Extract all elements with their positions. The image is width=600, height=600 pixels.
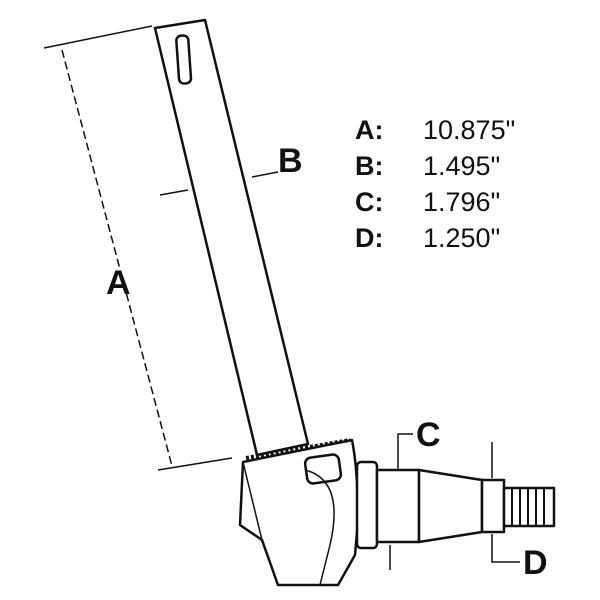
spec-value: 1.250" — [423, 223, 501, 253]
dimension-a-line — [61, 49, 173, 467]
spindle-taper — [417, 468, 484, 544]
dimension-c-leader — [397, 433, 413, 470]
spindle-collar — [355, 460, 379, 550]
spec-row-d: D: 1.250" — [355, 220, 515, 256]
label-d: D — [523, 544, 548, 582]
dimension-b-left-arrow — [159, 189, 189, 196]
dimension-a-ext-bottom — [157, 457, 233, 471]
label-b: B — [278, 142, 303, 180]
spec-key: A: — [355, 115, 384, 145]
spec-key: D: — [355, 223, 384, 253]
king-pin-shaft — [153, 18, 310, 457]
spec-row-a: A: 10.875" — [355, 112, 515, 148]
label-c: C — [416, 416, 441, 454]
spec-row-b: B: 1.495" — [355, 148, 515, 184]
dimension-d-leader — [491, 534, 520, 563]
label-a: A — [106, 264, 131, 302]
dimension-b-right-arrow — [251, 171, 279, 178]
spindle-bearing — [480, 478, 506, 534]
spec-key: C: — [355, 187, 384, 217]
dimension-a-ext-top — [43, 25, 153, 49]
spec-value: 1.495" — [423, 151, 501, 181]
knuckle-slot — [303, 453, 343, 485]
spec-value: 1.796" — [423, 187, 501, 217]
spec-row-c: C: 1.796" — [355, 184, 515, 220]
spindle-seat — [375, 468, 421, 544]
spec-key: B: — [355, 151, 384, 181]
spec-value: 10.875" — [423, 115, 516, 145]
shaft-slot — [175, 34, 193, 85]
spec-list: A: 10.875" B: 1.495" C: 1.796" D: 1.250" — [355, 112, 515, 256]
